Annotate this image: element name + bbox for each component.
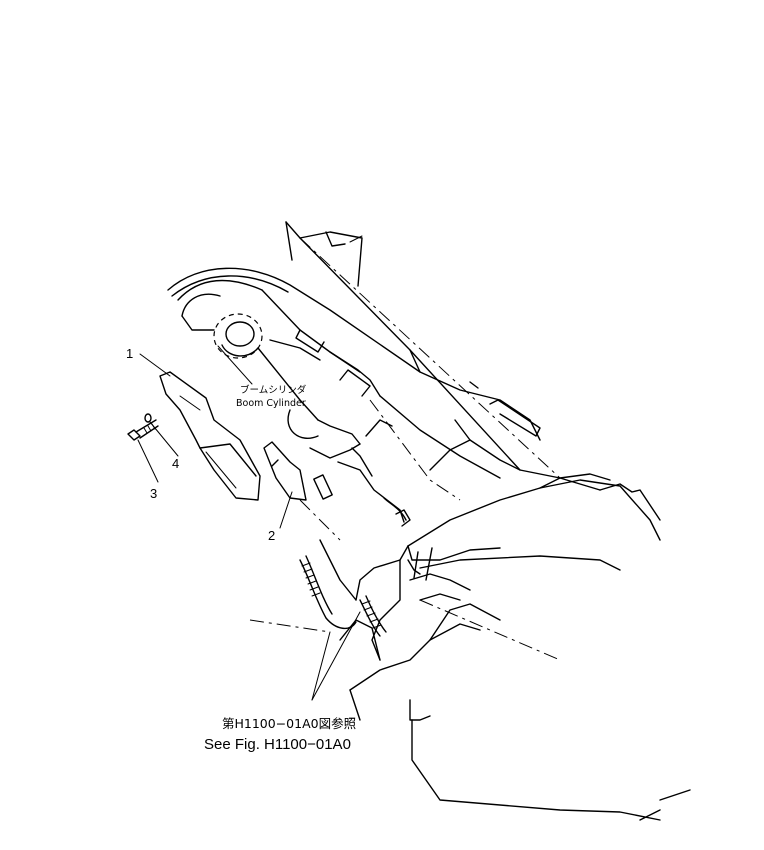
hydraulic-hoses [299,539,421,637]
reference-note-jp: 第H1100−01A0図参照 [222,716,356,731]
boom-cylinder-end [213,313,361,459]
reference-note-en: See Fig. H1100−01A0 [204,736,351,753]
bolt [127,419,159,441]
leader-lines [137,345,361,701]
callout-2: 2 [268,528,275,543]
washer [144,413,152,423]
lower-body [339,473,691,821]
chassis-frame [285,221,601,491]
cover-plate [159,371,261,501]
centerlines [249,237,561,661]
boom-cylinder-label-en: Boom Cylinder [236,398,306,409]
boom-arm [167,267,501,479]
callout-1: 1 [126,346,133,361]
callout-4: 4 [172,456,179,471]
boom-cylinder-label-jp: ブームシリンダ [240,384,307,396]
hose-bracket [263,441,411,527]
callout-3: 3 [150,486,157,501]
